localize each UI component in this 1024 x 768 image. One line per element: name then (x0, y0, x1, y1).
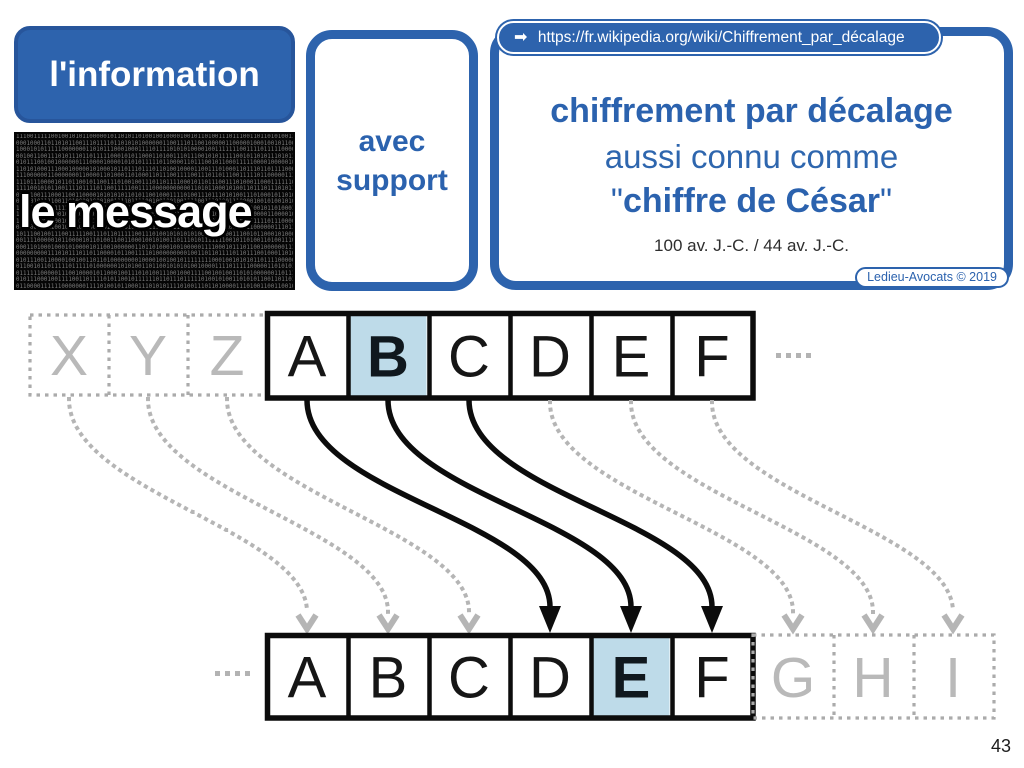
info-card: l'information (14, 26, 295, 123)
bottom-solid-row-borders (268, 636, 754, 719)
wikipedia-url-link[interactable]: ➡ https://fr.wikipedia.org/wiki/Chiffrem… (497, 21, 941, 54)
top-trailing-dots (776, 353, 811, 358)
top-ghost-letter-y: Y (129, 324, 167, 388)
bottom-letter-b: B (369, 646, 408, 711)
solid-shift-arrows (307, 400, 712, 607)
caesar-shift-diagram: X Y Z A B C D E F (0, 300, 1024, 768)
caesar-dates: 100 av. J.-C. / 44 av. J.-C. (499, 236, 1004, 256)
support-card: avec support (306, 30, 478, 291)
arrow-right-icon: ➡ (514, 30, 527, 46)
wiki-card: chiffrement par décalage aussi connu com… (490, 27, 1013, 290)
top-letter-f: F (694, 325, 729, 390)
alias-name: chiffre de César (623, 182, 880, 220)
bottom-letter-a: A (288, 646, 327, 711)
top-solid-row-borders (268, 314, 754, 399)
wiki-card-title: chiffrement par décalage (499, 89, 1004, 134)
bottom-letter-c: C (448, 646, 490, 711)
bottom-ghost-letter-h: H (852, 646, 893, 710)
top-letter-a: A (288, 325, 327, 390)
alias-open-quote: " (611, 182, 623, 220)
top-letter-d: D (529, 325, 571, 390)
bottom-leading-dots (215, 671, 250, 676)
support-card-line2: support (336, 161, 448, 200)
copyright-watermark: Ledieu-Avocats © 2019 (855, 267, 1009, 288)
wiki-card-alias: "chiffre de César" (499, 179, 1004, 224)
wikipedia-url-text: https://fr.wikipedia.org/wiki/Chiffremen… (527, 29, 939, 47)
bottom-letter-e-highlighted: E (612, 646, 651, 711)
top-letter-e: E (612, 325, 651, 390)
bottom-ghost-letter-g: G (771, 646, 815, 710)
info-card-title: l'information (49, 55, 260, 95)
alias-close-quote: " (880, 182, 892, 220)
bottom-ghost-letter-i: I (945, 646, 961, 710)
bottom-letter-f: F (694, 646, 729, 711)
top-ghost-letter-x: X (50, 324, 88, 388)
message-card: 1110011111001001010110000010110101101001… (14, 132, 295, 290)
page-number: 43 (991, 736, 1011, 757)
bottom-letter-d: D (529, 646, 571, 711)
support-card-line1: avec (359, 122, 426, 161)
top-ghost-letter-z: Z (210, 324, 245, 388)
solid-arrowheads (539, 606, 723, 633)
wiki-card-subtitle: aussi connu comme (499, 134, 1004, 179)
message-label: le message (19, 186, 252, 238)
top-letter-b-highlighted: B (367, 325, 409, 390)
top-letter-c: C (448, 325, 490, 390)
